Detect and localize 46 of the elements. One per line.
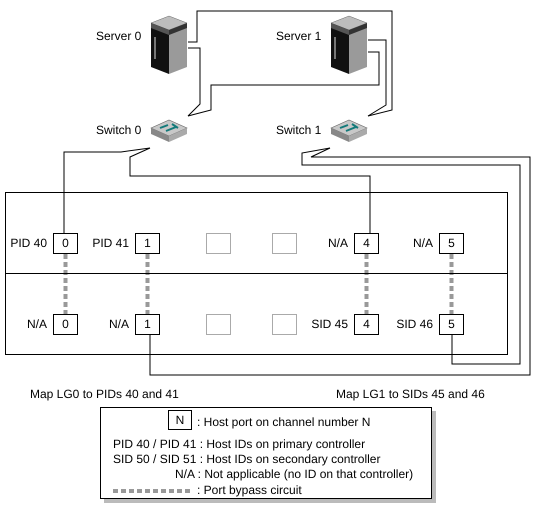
port-box: N [168, 410, 192, 430]
port-box: 5 [439, 314, 464, 335]
controller-panel [5, 274, 508, 355]
cable-line [302, 148, 520, 364]
port-box: 4 [354, 314, 379, 335]
cable-line [130, 148, 370, 234]
mapping-note: Map LG1 to SIDs 45 and 46 [336, 387, 485, 401]
port-bypass-line [146, 254, 150, 314]
legend-text: N/A : Not applicable (no ID on that controller) [175, 467, 414, 481]
cable-line [188, 52, 380, 116]
port-bypass-line [64, 254, 68, 314]
host-id-label: N/A [108, 317, 129, 331]
mapping-note: Map LG0 to PIDs 40 and 41 [30, 387, 179, 401]
port-bypass-line [364, 254, 368, 314]
empty-port-box [206, 233, 231, 254]
empty-port-box [206, 314, 231, 335]
port-box: 4 [354, 233, 379, 254]
legend-text: : Host port on channel number N [197, 415, 370, 429]
switch-label: Switch 1 [276, 123, 322, 137]
server-label: Server 1 [276, 29, 322, 43]
legend-text: SID 50 / SID 51 : Host IDs on secondary controller [113, 452, 380, 466]
port-box: 0 [53, 314, 78, 335]
empty-port-box [272, 233, 297, 254]
host-id-label: PID 41 [92, 236, 129, 250]
controller-panel [5, 192, 508, 274]
legend-text: : Port bypass circuit [197, 483, 302, 497]
port-bypass-line [450, 254, 454, 314]
cable-line [188, 48, 200, 116]
host-id-label: SID 45 [311, 317, 348, 331]
server-label: Server 0 [96, 29, 142, 43]
port-box: 5 [439, 233, 464, 254]
host-id-label: SID 46 [396, 317, 433, 331]
empty-port-box [272, 314, 297, 335]
port-box: 0 [53, 233, 78, 254]
host-id-label: N/A [26, 317, 47, 331]
port-box: 1 [135, 314, 160, 335]
host-id-label: PID 40 [10, 236, 47, 250]
host-id-label: N/A [328, 236, 348, 250]
switch-label: Switch 0 [96, 123, 142, 137]
port-box: 1 [135, 233, 160, 254]
cable-line [150, 148, 530, 376]
host-id-label: N/A [412, 236, 433, 250]
legend-text: PID 40 / PID 41 : Host IDs on primary controller [113, 437, 366, 451]
cable-line [64, 148, 150, 234]
cable-line [368, 40, 386, 116]
cable-line [188, 10, 392, 116]
